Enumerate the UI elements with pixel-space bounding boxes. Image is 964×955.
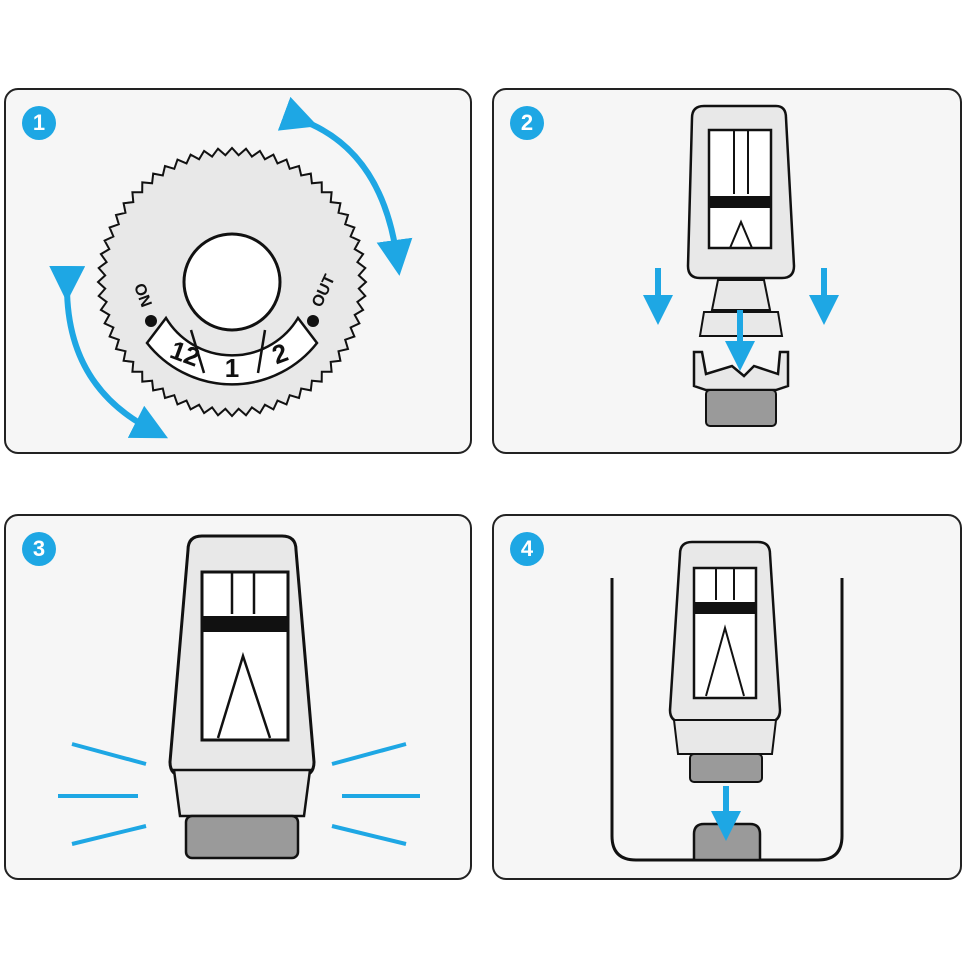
- step-number-badge: 2: [510, 106, 544, 140]
- glow-ray-icon: [71, 742, 147, 766]
- out-dot: [307, 315, 319, 327]
- glow-ray-icon: [71, 824, 147, 846]
- dial-setting-1: 1: [225, 353, 239, 383]
- step-number-badge: 4: [510, 532, 544, 566]
- step-1-panel: 1 12 1 2 ON OUT: [4, 88, 472, 454]
- settings-scale: [145, 315, 319, 386]
- device-active-illustration: [58, 534, 420, 860]
- rotate-arrow-icon: [49, 265, 169, 439]
- cartridge-holder: [692, 350, 790, 392]
- glow-ray-icon: [331, 824, 407, 846]
- cartridge: [184, 814, 300, 860]
- attach-cartridge-illustration: [643, 104, 839, 427]
- device-band: [709, 196, 771, 208]
- cartridge: [705, 389, 777, 427]
- device-window: [200, 570, 290, 742]
- step-number-badge: 1: [22, 106, 56, 140]
- device-wick: [216, 572, 272, 739]
- step-3-panel: 3: [4, 514, 472, 880]
- container-socket: [692, 822, 762, 862]
- device-window: [692, 566, 758, 700]
- device-wick: [729, 130, 753, 249]
- device-neck: [710, 279, 772, 311]
- step-2-panel: 2: [492, 88, 962, 454]
- dial-center-hole: [182, 232, 282, 332]
- rotate-arrow-icon: [277, 96, 413, 276]
- device-base: [672, 719, 778, 755]
- on-dot: [145, 315, 157, 327]
- glow-ray-icon: [331, 742, 407, 766]
- device-wick: [705, 568, 745, 697]
- device-band: [202, 616, 288, 632]
- device-band: [694, 602, 756, 614]
- step-number-badge: 3: [22, 532, 56, 566]
- device-base: [172, 768, 312, 818]
- cartridge: [689, 753, 763, 783]
- scale-divider: [256, 329, 267, 374]
- dial-illustration: 12 1 2 ON OUT: [49, 96, 413, 439]
- step-4-panel: 4: [492, 514, 962, 880]
- scale-divider: [189, 329, 206, 374]
- insert-device-illustration: [610, 540, 844, 862]
- device-window: [707, 128, 773, 250]
